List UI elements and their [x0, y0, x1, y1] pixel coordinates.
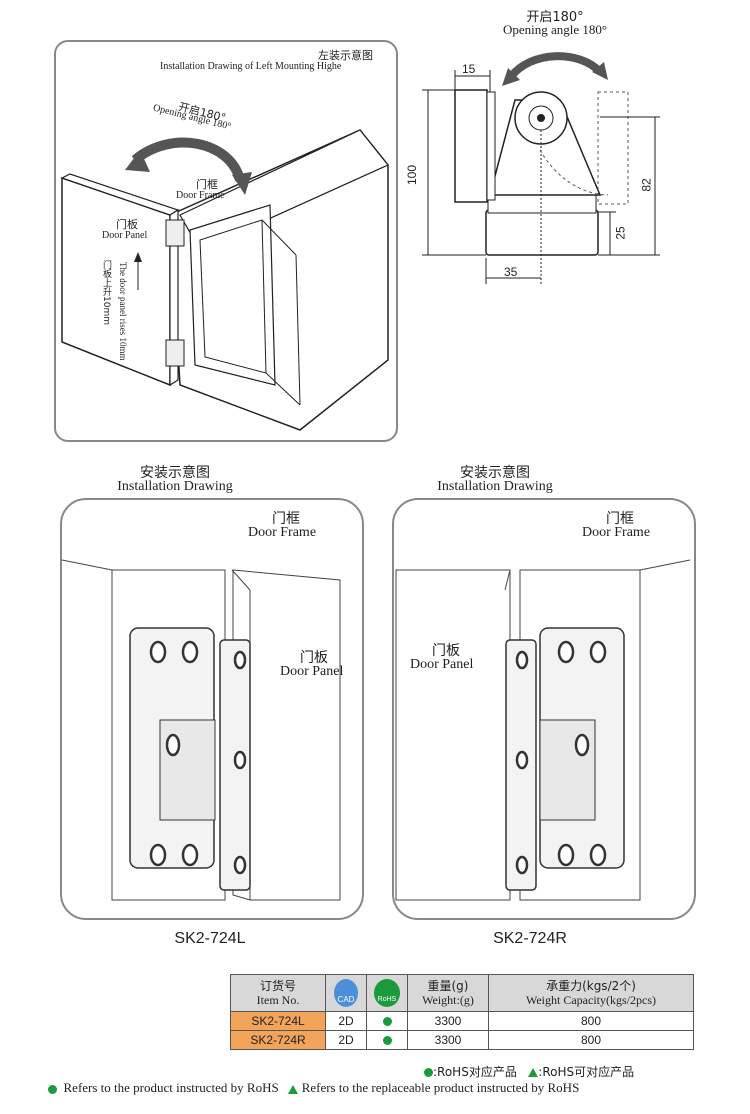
legend-rohs-cn: :RoHS对应产品 [433, 1065, 517, 1079]
header-rohs: RoHS [366, 974, 408, 1012]
rohs-dot-icon [382, 1017, 392, 1027]
legend-dot-icon [424, 1068, 433, 1077]
right-install-drawing [395, 559, 691, 901]
row-item: SK2-724L [230, 1011, 326, 1031]
row-weight: 3300 [407, 1030, 489, 1050]
dim-35: 35 [504, 265, 518, 279]
row-rohs [366, 1030, 408, 1050]
header-cad: CAD [325, 974, 367, 1012]
legend-triangle-icon [528, 1068, 539, 1077]
left-mount-title-en: Installation Drawing of Left Mounting Hi… [160, 61, 342, 72]
left-install-title-en: Installation Drawing [117, 479, 233, 494]
cad-icon: CAD [334, 979, 358, 1007]
right-install-title-en: Installation Drawing [437, 479, 553, 494]
table-row: SK2-724R 2D 3300 800 [230, 1030, 694, 1050]
left-install-panel-cn: 门板 [300, 650, 328, 666]
right-install-title-cn: 安装示意图 [460, 465, 530, 481]
rohs-dot-icon [382, 1036, 392, 1046]
left-mount-frame-en: Door Frame [176, 190, 225, 201]
right-install-model: SK2-724R [493, 930, 567, 947]
left-install-panel-en: Door Panel [280, 664, 344, 679]
row-rohs [366, 1011, 408, 1031]
right-install-frame-en: Door Frame [582, 525, 651, 540]
header-weight-cn: 重量(g) [427, 979, 469, 993]
header-capacity: 承重力(kgs/2个) Weight Capacity(kgs/2pcs) [488, 974, 694, 1012]
dim-opening-cn: 开启180° [526, 10, 584, 25]
dim-opening-en: Opening angle 180° [502, 22, 608, 37]
row-weight: 3300 [407, 1011, 489, 1031]
spec-table-header: 订货号 Item No. CAD RoHS 重量(g) Weight:(g) 承… [230, 974, 694, 1012]
header-item-no: 订货号 Item No. [230, 974, 326, 1012]
left-install-drawing [61, 559, 341, 901]
right-install-panel-en: Door Panel [410, 657, 474, 672]
left-install-frame-en: Door Frame [248, 525, 317, 540]
header-capacity-cn: 承重力(kgs/2个) [546, 979, 636, 993]
legend-en-dot-icon [48, 1084, 57, 1094]
left-mount-frame-cn: 门框 [196, 178, 218, 191]
left-mount-panel-en: Door Panel [102, 230, 148, 241]
right-install-panel-cn: 门板 [432, 643, 460, 659]
row-capacity: 800 [488, 1030, 694, 1050]
dim-15: 15 [462, 62, 476, 76]
left-mount-rise-en: The door panel rises 10mm [118, 262, 128, 361]
hinge-dimension-drawing [422, 52, 660, 284]
header-item-cn: 订货号 [259, 979, 296, 993]
left-mount-isometric-drawing [60, 129, 389, 431]
right-install-frame-cn: 门框 [606, 511, 634, 527]
legend-replace-cn: :RoHS可对应产品 [538, 1065, 635, 1079]
row-item: SK2-724R [230, 1030, 326, 1050]
left-mount-title-cn: 左装示意图 [318, 49, 373, 62]
left-install-model: SK2-724L [174, 930, 246, 947]
left-mount-panel-cn: 门板 [116, 218, 138, 231]
left-install-frame-cn: 门框 [272, 511, 300, 527]
legend-replace-en: Refers to the replaceable product instru… [301, 1080, 580, 1095]
row-cad: 2D [325, 1011, 367, 1031]
legend-rohs-en: Refers to the product instructed by RoHS [63, 1080, 279, 1095]
header-weight: 重量(g) Weight:(g) [407, 974, 489, 1012]
row-capacity: 800 [488, 1011, 694, 1031]
left-mount-rise-cn: 门板上升10mm [101, 260, 111, 325]
row-cad: 2D [325, 1030, 367, 1050]
legend-en: Refers to the product instructed by RoHS… [48, 1080, 579, 1096]
spec-table: 订货号 Item No. CAD RoHS 重量(g) Weight:(g) 承… [230, 974, 694, 1050]
rohs-icon: RoHS [374, 979, 400, 1007]
left-install-title-cn: 安装示意图 [140, 465, 210, 481]
header-weight-en: Weight:(g) [422, 993, 474, 1007]
table-row: SK2-724L 2D 3300 800 [230, 1011, 694, 1031]
legend-cn: :RoHS对应产品 :RoHS可对应产品 [424, 1063, 634, 1080]
header-capacity-en: Weight Capacity(kgs/2pcs) [525, 993, 656, 1007]
legend-en-triangle-icon [288, 1084, 299, 1094]
header-item-en: Item No. [256, 993, 300, 1007]
